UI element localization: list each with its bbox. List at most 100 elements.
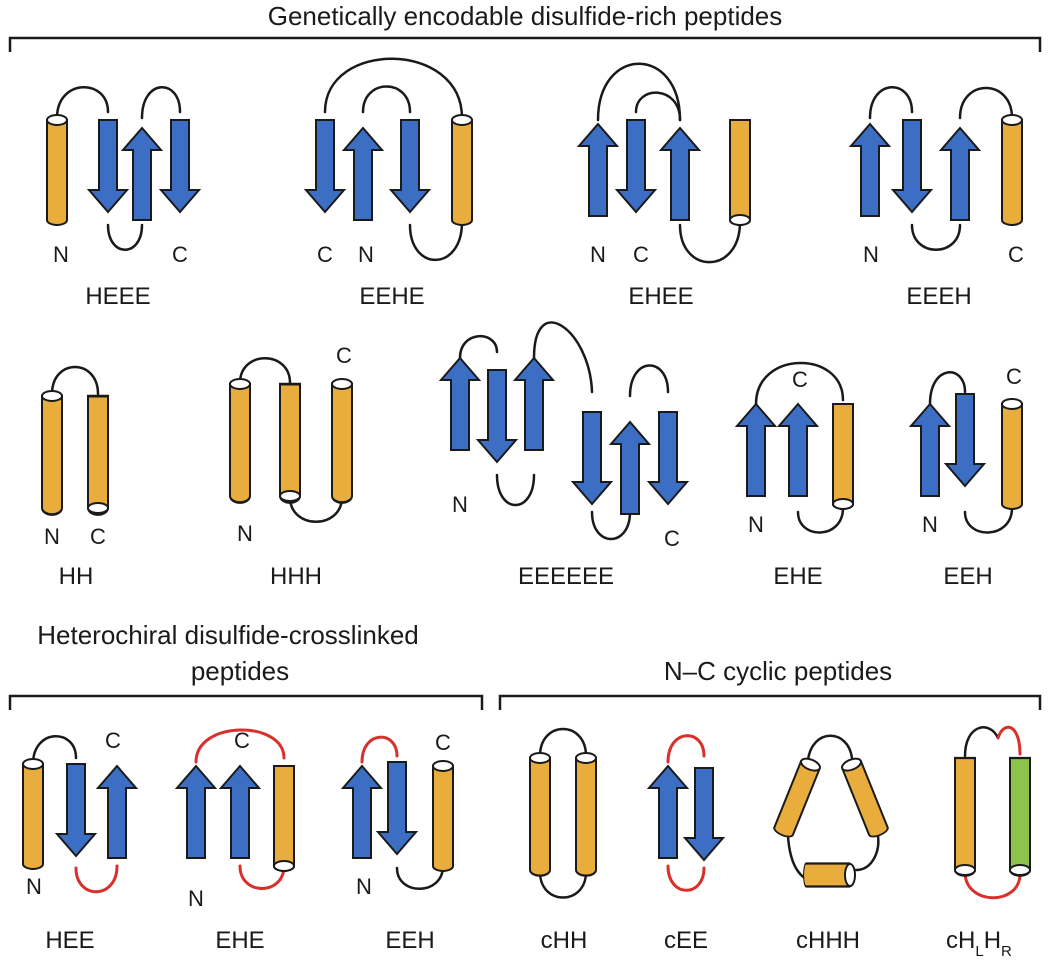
strand xyxy=(305,119,345,213)
label-hh: HH xyxy=(59,563,94,590)
helix xyxy=(1001,398,1023,510)
loop xyxy=(596,62,682,122)
loop xyxy=(928,371,967,406)
label-chlhr-main2: H xyxy=(984,927,1001,954)
helix xyxy=(40,390,64,516)
helix xyxy=(273,765,295,872)
heterochiral-loop xyxy=(996,725,1022,756)
loop xyxy=(288,495,344,523)
strand xyxy=(892,119,932,213)
heterochiral-loop xyxy=(666,734,706,764)
n-terminus: N xyxy=(452,492,468,517)
loop xyxy=(532,321,594,394)
n-terminus: N xyxy=(922,512,938,537)
topology-cee: cEE xyxy=(648,734,724,954)
n-terminus: N xyxy=(188,886,204,911)
topology-ehee: N C EHEE xyxy=(578,62,751,310)
section-title-heterochiral-line1: Heterochiral disulfide-crosslinked xyxy=(37,620,419,650)
strand xyxy=(514,357,554,451)
bracket-heterochiral xyxy=(8,694,484,710)
topology-het-ehe: N C EHE xyxy=(176,728,295,954)
loop xyxy=(590,510,632,541)
loop xyxy=(495,473,536,507)
topology-heee: N C HEEE xyxy=(46,86,200,310)
bracket-cyclic xyxy=(498,694,1042,710)
topology-het-hee: N C HEE xyxy=(22,728,137,954)
loop xyxy=(538,727,588,758)
loop xyxy=(323,57,464,120)
strand xyxy=(122,127,162,221)
strand xyxy=(778,403,818,497)
strand xyxy=(176,765,216,859)
strand xyxy=(850,123,890,217)
loop xyxy=(538,870,588,899)
label-chh: cHH xyxy=(541,927,588,954)
helix xyxy=(86,394,110,516)
n-terminus: N xyxy=(863,242,879,267)
strand xyxy=(572,411,612,505)
helix xyxy=(771,757,821,840)
strand xyxy=(736,403,776,497)
c-terminus: C xyxy=(664,526,680,551)
strand xyxy=(940,127,980,221)
n-terminus: N xyxy=(748,512,764,537)
strand xyxy=(160,119,200,213)
strand xyxy=(56,763,96,857)
label-het-eeh: EEH xyxy=(385,927,434,954)
label-hhh: HHH xyxy=(270,563,322,590)
heterochiral-loop xyxy=(74,864,119,894)
c-terminus: C xyxy=(234,728,250,753)
section-title-heterochiral-line2: peptides xyxy=(191,656,289,686)
n-terminus: N xyxy=(358,242,374,267)
loop xyxy=(963,726,1000,758)
loop xyxy=(50,365,100,396)
loop xyxy=(796,506,845,534)
loop xyxy=(55,86,110,120)
strand xyxy=(477,369,517,463)
loop xyxy=(408,220,464,261)
label-cee: cEE xyxy=(664,927,708,954)
d-helix xyxy=(1008,756,1032,877)
helix xyxy=(832,403,854,510)
c-terminus: C xyxy=(633,242,649,267)
n-terminus: N xyxy=(26,874,42,899)
topology-eeh: N C EEH xyxy=(910,364,1023,590)
strand xyxy=(88,119,128,213)
strand xyxy=(616,119,656,213)
label-het-ehe: EHE xyxy=(215,927,264,954)
c-terminus: C xyxy=(792,367,808,392)
strand xyxy=(684,767,724,861)
c-terminus: C xyxy=(435,730,451,755)
loop xyxy=(754,361,845,406)
strand xyxy=(910,403,950,497)
helix xyxy=(432,760,454,872)
strand xyxy=(377,761,417,855)
strand xyxy=(390,119,430,213)
n-terminus: N xyxy=(356,874,372,899)
strand xyxy=(648,411,688,505)
n-terminus: N xyxy=(44,524,60,549)
helix xyxy=(451,114,473,226)
loop xyxy=(634,91,682,122)
topology-eeeh: N C EEEH xyxy=(850,86,1024,310)
c-terminus: C xyxy=(1008,242,1024,267)
topology-het-eeh: N C EEH xyxy=(342,730,454,954)
loop xyxy=(910,223,962,251)
loop xyxy=(628,364,670,398)
label-chlhr-sub2: R xyxy=(1001,943,1012,960)
loop xyxy=(31,735,78,766)
strand xyxy=(342,765,382,859)
strand xyxy=(220,765,260,859)
helix xyxy=(46,114,68,226)
c-terminus: C xyxy=(1006,364,1022,389)
label-eeh: EEH xyxy=(943,563,992,590)
topology-chh: cHH xyxy=(528,727,598,954)
topology-chhh: cHHH xyxy=(771,734,891,954)
loop xyxy=(868,86,914,120)
label-ehe: EHE xyxy=(773,563,822,590)
loop xyxy=(458,335,499,360)
strand xyxy=(610,421,650,515)
helix xyxy=(278,382,302,504)
helix xyxy=(729,119,751,226)
topology-chlhr: cHLHR xyxy=(946,725,1032,960)
